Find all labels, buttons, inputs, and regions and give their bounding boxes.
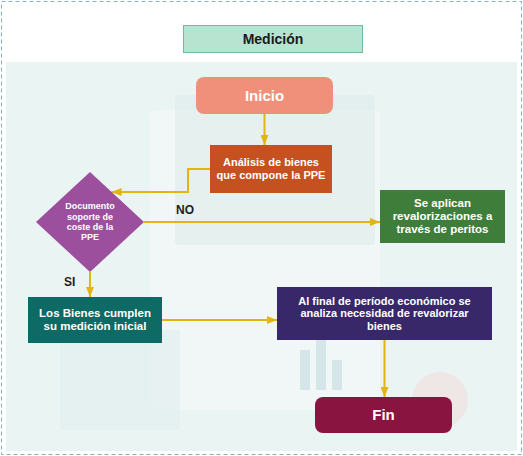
node-text: Se aplican revalorizaciones a través de … bbox=[385, 197, 500, 237]
connector bbox=[112, 169, 210, 192]
process-box: Los Bienes cumplen su medición inicial bbox=[28, 297, 162, 343]
end-box: Fin bbox=[315, 397, 452, 433]
node-text: Los Bienes cumplen su medición inicial bbox=[33, 307, 157, 333]
text-wrap: Los Bienes cumplen su medición inicial bbox=[28, 297, 162, 343]
background-bar bbox=[300, 350, 310, 390]
node-text: Inicio bbox=[245, 87, 284, 104]
title-text: Medición bbox=[243, 31, 304, 47]
connector bbox=[264, 114, 266, 145]
process-box: Análisis de bienes que compone la PPE bbox=[210, 145, 332, 193]
node-text: Al final de período económico se analiza… bbox=[282, 295, 487, 333]
edge-label: NO bbox=[174, 204, 196, 217]
text-wrap: Al final de período económico se analiza… bbox=[277, 287, 492, 340]
process-box: Se aplican revalorizaciones a través de … bbox=[380, 190, 505, 243]
background-panel bbox=[6, 62, 517, 451]
text-wrap: Se aplican revalorizaciones a través de … bbox=[380, 190, 505, 243]
connector bbox=[144, 221, 380, 223]
process-box: Al final de período económico se analiza… bbox=[277, 287, 492, 340]
decision-diamond: Documento soporte de coste de la PPE bbox=[36, 172, 144, 272]
node-text: Análisis de bienes que compone la PPE bbox=[215, 156, 327, 181]
connector bbox=[162, 319, 277, 321]
node-text: Fin bbox=[372, 406, 395, 423]
text-wrap: Fin bbox=[315, 397, 452, 433]
connector bbox=[384, 340, 386, 397]
title-box: Medición bbox=[183, 25, 363, 53]
diamond-shape bbox=[36, 172, 144, 272]
background-bar bbox=[332, 360, 342, 390]
edge-label: SI bbox=[62, 276, 77, 289]
text-wrap: Análisis de bienes que compone la PPE bbox=[210, 145, 332, 193]
node-text: Documento soporte de coste de la PPE bbox=[61, 201, 119, 242]
background-paper bbox=[60, 330, 180, 430]
text-wrap: Documento soporte de coste de la PPE bbox=[61, 201, 119, 242]
background-bar bbox=[316, 336, 326, 390]
connector bbox=[89, 272, 91, 297]
text-wrap: Inicio bbox=[196, 77, 333, 114]
start-box: Inicio bbox=[196, 77, 333, 114]
